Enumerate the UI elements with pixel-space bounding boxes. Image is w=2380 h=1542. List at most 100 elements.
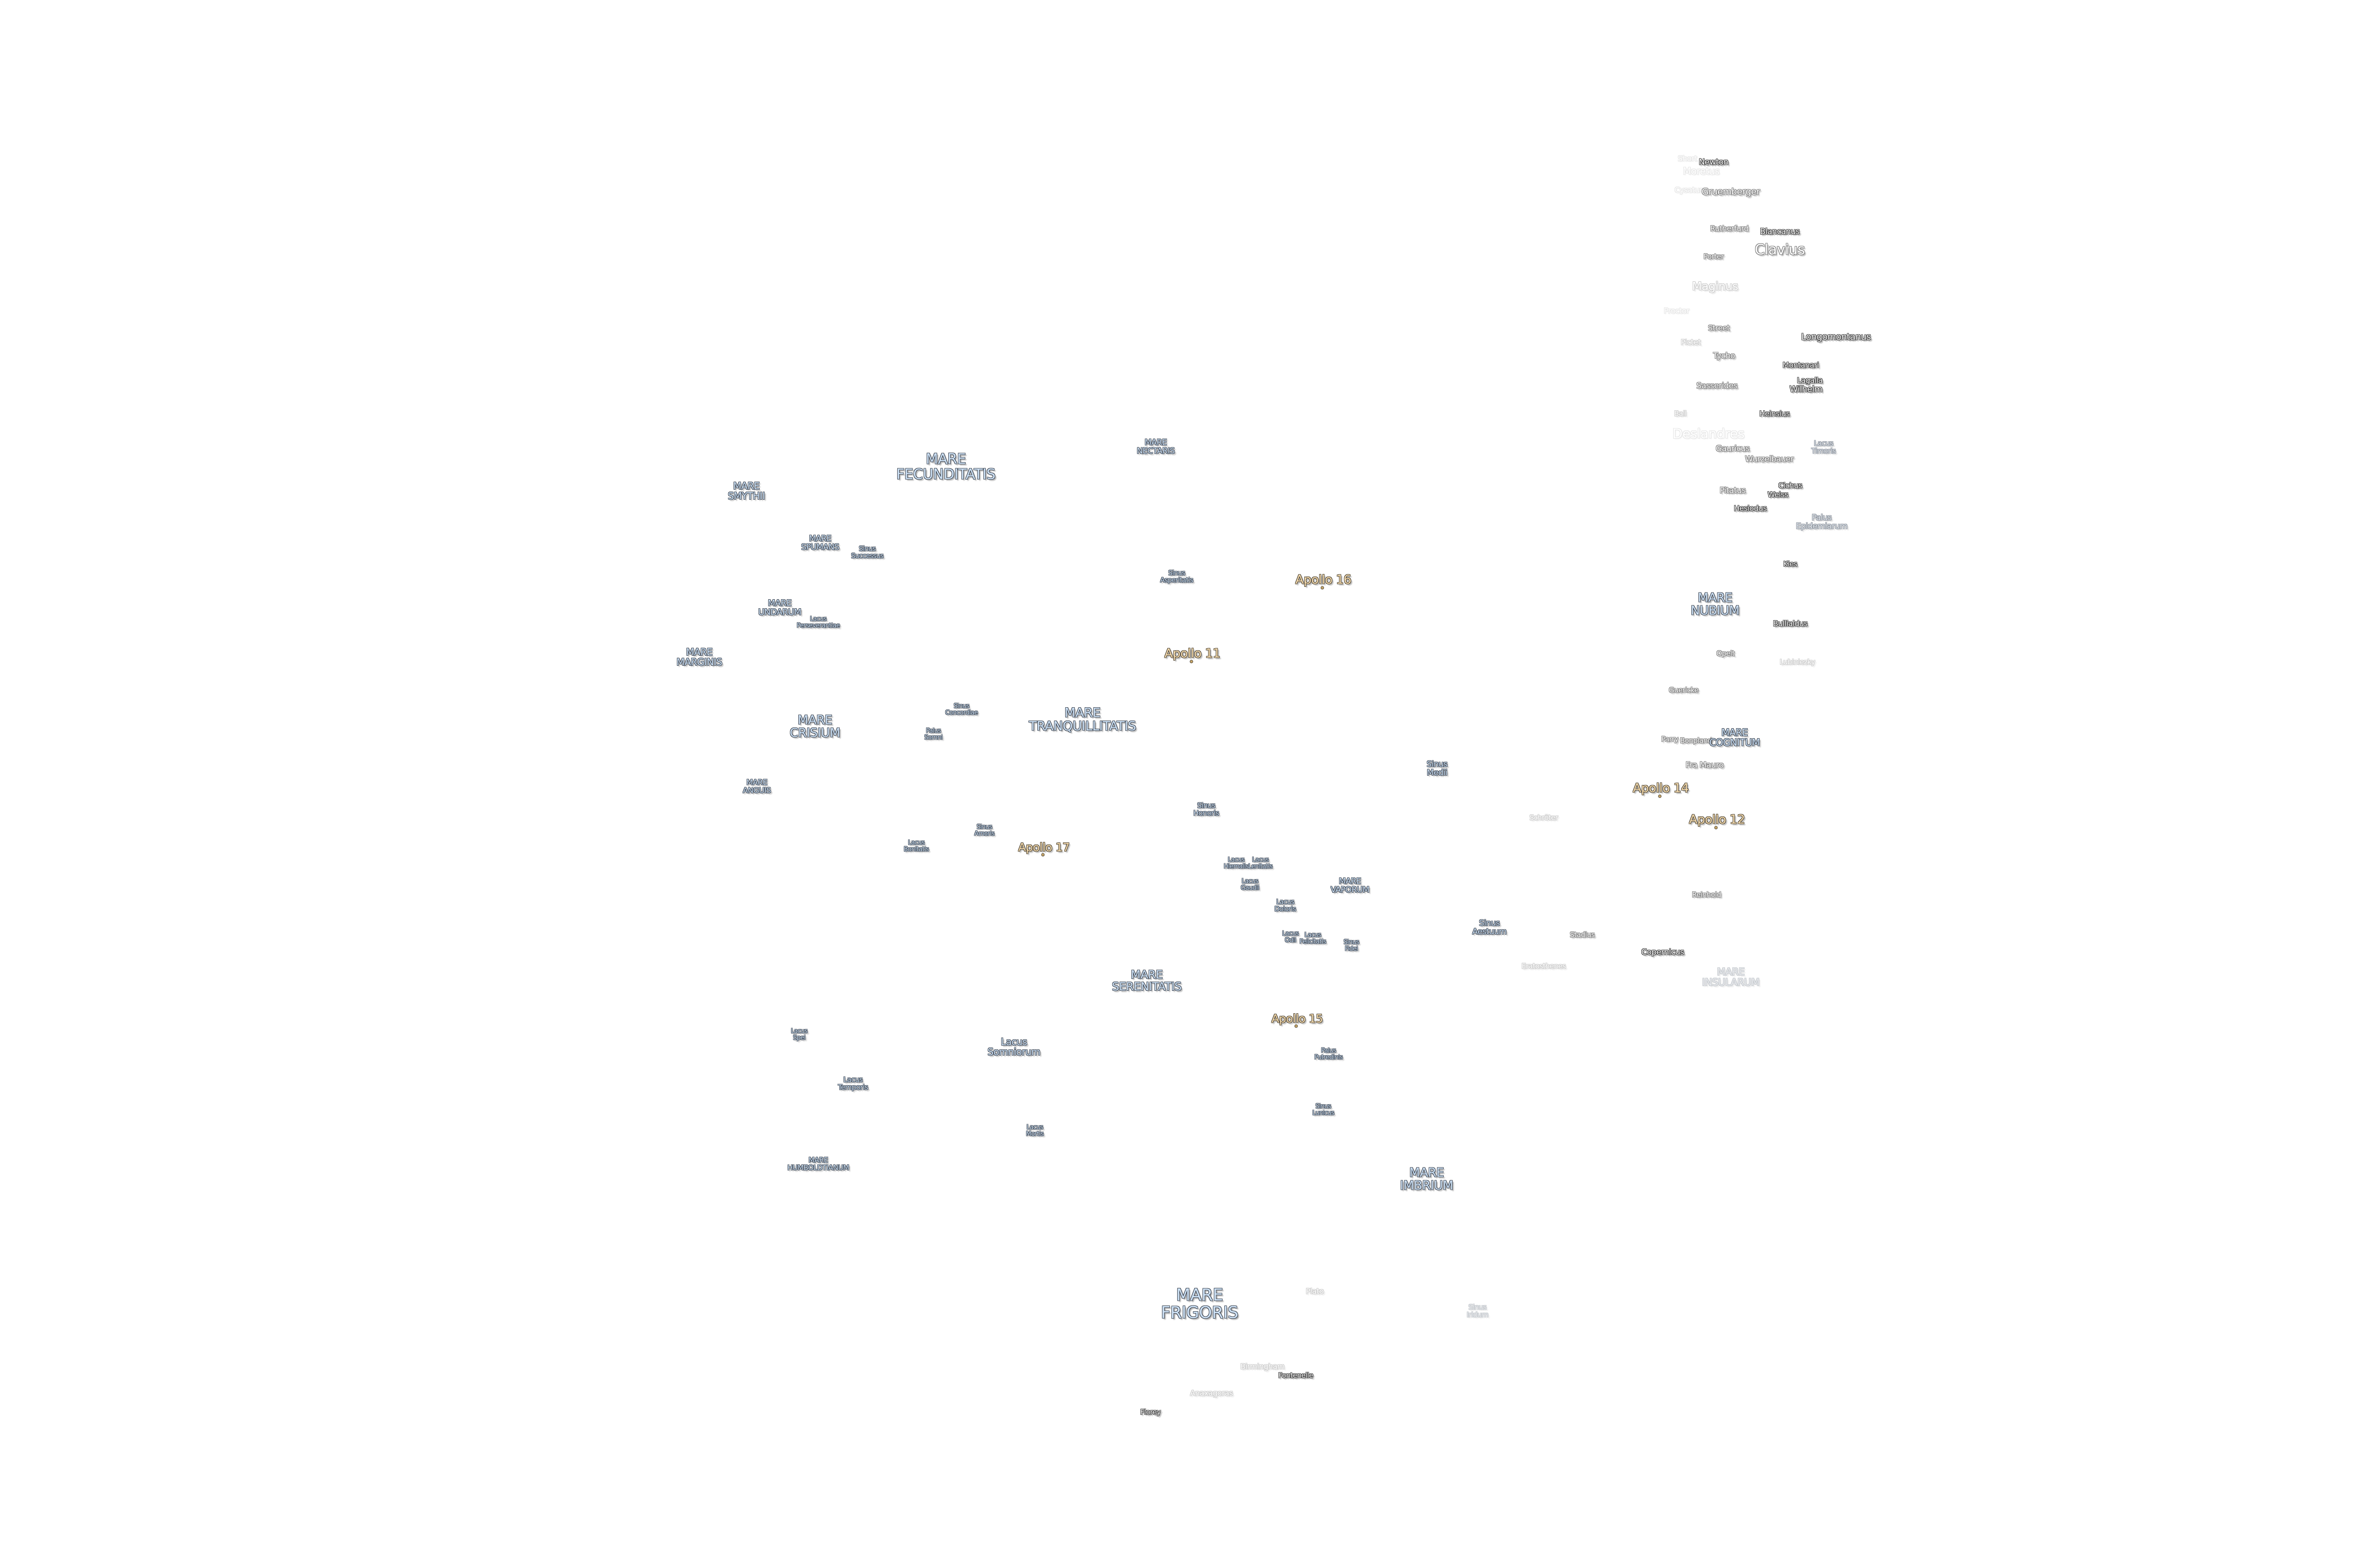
label-lacus-timoris: Lacus Timoris	[1811, 439, 1836, 455]
label-mare-vaporum: MARE VAPORUM	[1330, 877, 1369, 895]
label-lacus-lenitatis: Lacus Lenitatis	[1248, 856, 1273, 870]
label-plato: Plato	[1306, 1286, 1324, 1296]
label-mare-anguis: MARE ANGUIS	[743, 778, 771, 795]
label-apollo-17: Apollo 17	[1018, 840, 1070, 854]
label-newton: Newton	[1699, 158, 1728, 168]
label-ball: Ball	[1674, 409, 1686, 418]
label-wilhelm: Wilhelm	[1789, 384, 1823, 395]
label-kies: Kies	[1783, 560, 1797, 569]
label-cichus: Cichus	[1778, 481, 1803, 490]
label-mare-cognitum: MARE COGNITUM	[1709, 727, 1760, 748]
label-maginus: Maginus	[1692, 279, 1738, 293]
label-lacus-hiemalis: Lacus Hiemalis	[1223, 856, 1249, 870]
label-mare-nectaris: MARE NECTARIS	[1137, 438, 1175, 456]
label-mare-marginis: MARE MARGINIS	[676, 646, 722, 668]
label-apollo-15: Apollo 15	[1271, 1012, 1323, 1026]
label-fontenelle: Fontenelle	[1278, 1371, 1313, 1380]
label-sinus-fidei: Sinus Fidei	[1343, 939, 1359, 952]
label-apollo-12: Apollo 12	[1689, 812, 1745, 827]
label-wurzelbauer: Wurzelbauer	[1745, 455, 1794, 465]
label-blancanus: Blancanus	[1760, 227, 1800, 237]
label-palus-epidemiarum: Palus Epidemiarum	[1795, 513, 1848, 531]
label-mare-spumans: MARE SPUMANS	[801, 534, 839, 552]
label-longomontanus: Longomontanus	[1801, 332, 1871, 343]
label-reinhold: Reinhold	[1692, 890, 1721, 900]
label-mare-fecunditatis: MARE FECUNDITATIS	[896, 451, 995, 483]
label-deslandres: Deslandres	[1672, 425, 1745, 442]
label-mare-smythii: MARE SMYTHII	[728, 480, 765, 502]
landing-site-marker-icon	[1321, 586, 1324, 589]
label-sinus-concordiae: Sinus Concordiae	[945, 702, 978, 716]
label-lacus-temporis: Lacus Temporis	[838, 1075, 868, 1091]
label-lacus-doloris: Lacus Doloris	[1274, 898, 1296, 913]
label-heinsius: Heinsius	[1759, 409, 1790, 418]
label-bonpland: Bonpland	[1680, 736, 1712, 745]
label-gruemberger: Gruemberger	[1701, 187, 1760, 198]
label-sinus-honoris: Sinus Honoris	[1193, 801, 1219, 817]
label-pictet: Pictet	[1681, 337, 1701, 347]
label-mare-insularum: MARE INSULARUM	[1702, 966, 1760, 988]
label-schr-ter: Schröter	[1529, 813, 1558, 822]
label-proctor: Proctor	[1664, 306, 1689, 316]
label-street: Street	[1708, 323, 1730, 333]
label-sinus-iridum: Sinus Iridum	[1467, 1303, 1488, 1319]
label-sinus-asperitatis: Sinus Asperitatis	[1160, 569, 1193, 584]
label-mare-imbrium: MARE IMBRIUM	[1400, 1166, 1453, 1193]
label-guericke: Guericke	[1668, 686, 1699, 695]
label-parry: Parry	[1661, 735, 1679, 744]
label-sinus-medii: Sinus Medii	[1427, 760, 1448, 778]
label-cysatus: Cysatus	[1674, 185, 1704, 195]
label-eratosthenes: Eratosthenes	[1521, 962, 1566, 971]
label-apollo-14: Apollo 14	[1633, 781, 1689, 796]
landing-site-marker-icon	[1715, 826, 1717, 829]
label-weiss: Weiss	[1767, 490, 1788, 499]
label-mare-frigoris: MARE FRIGORIS	[1160, 1285, 1239, 1322]
label-lacus-felicitatis: Lacus Felicitatis	[1299, 931, 1326, 945]
label-apollo-11: Apollo 11	[1164, 646, 1220, 661]
label-mare-undarum: MARE UNDARUM	[758, 598, 802, 617]
label-lacus-somniorum: Lacus Somniorum	[987, 1036, 1041, 1058]
label-lacus-perseverantiae: Lacus Perseverantiae	[796, 615, 840, 629]
label-lacus-spei: Lacus Spei	[791, 1028, 808, 1041]
label-stadius: Stadius	[1569, 930, 1595, 939]
label-sinus-amoris: Sinus Amoris	[974, 823, 995, 837]
label-lacus-gaudii: Lacus Gaudii	[1240, 878, 1259, 891]
label-lagalla: Lagalla	[1797, 376, 1823, 385]
label-sinus-lunicus: Sinus Lunicus	[1312, 1103, 1334, 1117]
label-rutherfurd: Rutherfurd	[1710, 224, 1749, 233]
label-gauricus: Gauricus	[1716, 444, 1750, 454]
label-mare-serenitatis: MARE SERENITATIS	[1111, 968, 1182, 993]
label-tycho: Tycho	[1713, 351, 1735, 361]
label-lacus-mortis: Lacus Mortis	[1026, 1124, 1044, 1137]
label-copernicus: Copernicus	[1641, 948, 1684, 958]
label-montanari: Montanari	[1782, 360, 1819, 370]
label-moretus: Moretus	[1683, 165, 1720, 177]
label-lacus-odii: Lacus Odii	[1282, 930, 1299, 944]
label-palus-somni: Palus Somni	[924, 727, 943, 741]
label-pitatus: Pitatus	[1719, 486, 1746, 496]
label-palus-putredinis: Palus Putredinis	[1314, 1047, 1343, 1061]
label-anaxagoras: Anaxagoras	[1190, 1388, 1233, 1398]
landing-site-marker-icon	[1295, 1025, 1298, 1028]
label-mare-nubium: MARE NUBIUM	[1690, 591, 1740, 618]
label-sasserides: Sasserides	[1696, 381, 1738, 391]
label-sinus-aestuum: Sinus Aestuum	[1472, 919, 1507, 937]
label-hesiodus: Hesiodus	[1734, 504, 1767, 513]
label-bullialdus: Bullialdus	[1773, 619, 1808, 628]
label-lubiniezky: Lubiniezky	[1779, 658, 1815, 667]
label-clavius: Clavius	[1755, 241, 1805, 258]
label-birmingham: Birmingham	[1240, 1362, 1285, 1371]
label-lacus-bonitatis: Lacus Bonitatis	[903, 839, 929, 853]
landing-site-marker-icon	[1190, 660, 1193, 663]
label-mare-humboldtianum: MARE HUMBOLDTIANUM	[787, 1156, 849, 1172]
landing-site-marker-icon	[1658, 795, 1661, 798]
label-sinus-successus: Sinus Successus	[851, 545, 884, 560]
label-porter: Porter	[1703, 252, 1724, 261]
label-fra-mauro: Fra Mauro	[1686, 761, 1724, 771]
landing-site-marker-icon	[1041, 853, 1044, 856]
label-opelt: Opelt	[1716, 649, 1735, 658]
label-apollo-16: Apollo 16	[1295, 573, 1351, 587]
label-mare-crisium: MARE CRISIUM	[789, 713, 841, 741]
label-short: Short	[1677, 154, 1697, 163]
